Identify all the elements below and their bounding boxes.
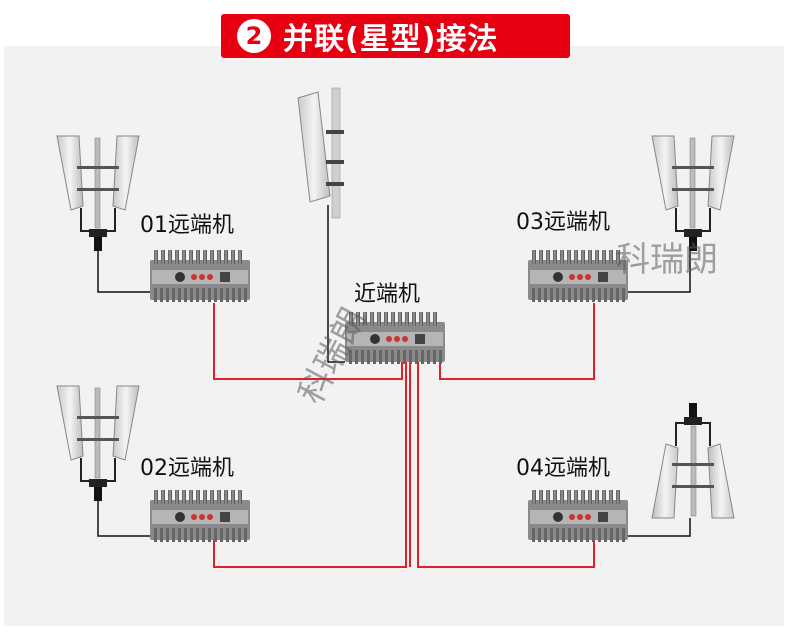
remote-04-antenna-icon xyxy=(651,402,735,519)
remote-01-label: 01远端机 xyxy=(140,213,234,238)
remote-01-antenna-icon xyxy=(56,135,140,252)
remote-01-unit-icon xyxy=(150,250,250,302)
remote-03-unit-icon xyxy=(528,250,628,302)
remote-04-label: 04远端机 xyxy=(516,456,610,481)
remote-02-antenna-icon xyxy=(56,385,140,502)
antenna-cables xyxy=(97,205,691,537)
feeder-cables xyxy=(213,303,595,568)
remote-02-unit-icon xyxy=(150,490,250,542)
remote-03-label: 03远端机 xyxy=(516,210,610,235)
remote-04-unit-icon xyxy=(528,490,628,542)
step-number-badge: 2 xyxy=(237,19,271,53)
diagram-title: 并联(星型)接法 xyxy=(283,22,499,57)
remote-02-label: 02远端机 xyxy=(140,456,234,481)
watermark-right: 科瑞朗 xyxy=(616,240,718,280)
title-banner: 2 并联(星型)接法 xyxy=(221,14,570,58)
near-unit-label: 近端机 xyxy=(354,282,421,307)
donor-antenna-icon xyxy=(297,87,344,219)
